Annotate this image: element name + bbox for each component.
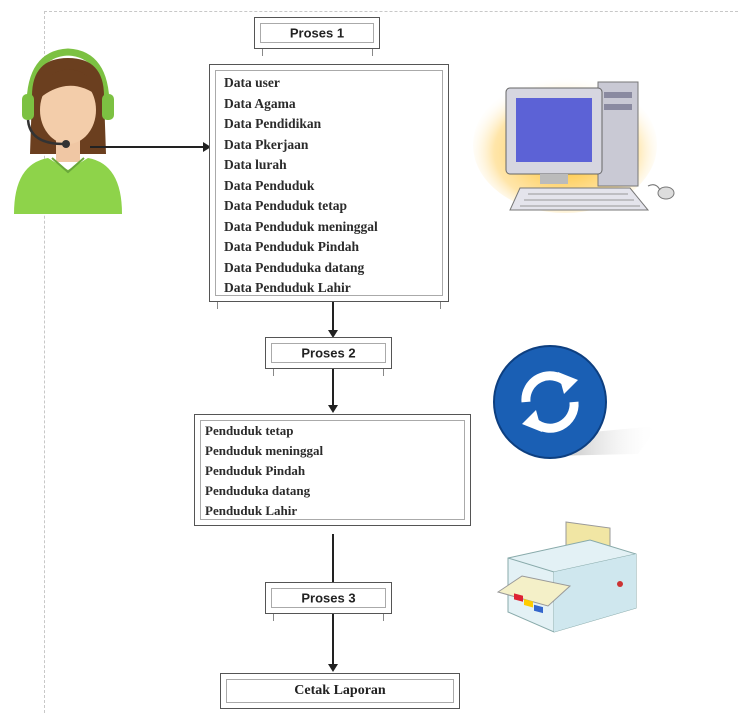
data-list-item: Data Penduduka datang bbox=[224, 259, 365, 275]
penduduk-list-item: Penduduk tetap bbox=[205, 423, 294, 438]
tick bbox=[262, 49, 263, 56]
penduduk-list-item: Penduduk meninggal bbox=[205, 443, 324, 458]
canvas-guide-left bbox=[44, 11, 45, 713]
report-box: Cetak Laporan bbox=[220, 673, 460, 709]
penduduk-list-item: Penduduk Pindah bbox=[205, 463, 306, 478]
connector-line bbox=[332, 534, 334, 590]
process-1-box: Proses 1 bbox=[254, 17, 380, 49]
connector-line bbox=[332, 614, 334, 666]
arrow-down bbox=[328, 405, 338, 413]
data-list-item: Data Penduduk meninggal bbox=[224, 218, 378, 234]
data-list-item: Data Penduduk tetap bbox=[224, 198, 348, 213]
computer-icon bbox=[473, 77, 675, 213]
data-list-item: Data Penduduk bbox=[224, 177, 315, 193]
tick bbox=[383, 614, 384, 621]
report-label: Cetak Laporan bbox=[294, 683, 386, 698]
process-2-label: Proses 2 bbox=[301, 345, 356, 361]
operator-arrow bbox=[203, 141, 211, 152]
arrow-down bbox=[328, 330, 338, 338]
data-list-item: Data Penduduk Pindah bbox=[224, 239, 360, 254]
penduduk-list-box: Penduduk tetap Penduduk meninggal Pendud… bbox=[194, 414, 471, 526]
data-list: Data user Data Agama Data Pendidikan Dat… bbox=[224, 73, 378, 299]
tick bbox=[440, 302, 441, 309]
tick bbox=[273, 369, 274, 376]
connector-line bbox=[332, 369, 334, 407]
data-list-item: Data Pkerjaan bbox=[224, 136, 309, 152]
data-list-item: Data Pendidikan bbox=[224, 116, 322, 131]
printer-icon bbox=[496, 521, 637, 633]
operator-icon bbox=[14, 48, 122, 214]
data-list-item: Data lurah bbox=[224, 157, 287, 172]
data-list-item: Data Agama bbox=[224, 95, 296, 111]
process-3-box: Proses 3 bbox=[265, 582, 392, 614]
penduduk-list-item: Penduduk Lahir bbox=[205, 503, 298, 518]
penduduk-list: Penduduk tetap Penduduk meninggal Pendud… bbox=[205, 421, 323, 521]
arrow-down bbox=[328, 664, 338, 672]
penduduk-list-item: Penduduka datang bbox=[205, 483, 311, 498]
connector-line bbox=[332, 302, 334, 332]
operator-connector bbox=[90, 146, 205, 148]
process-2-box: Proses 2 bbox=[265, 337, 392, 369]
tick bbox=[372, 49, 373, 56]
tick bbox=[217, 302, 218, 309]
process-3-label: Proses 3 bbox=[301, 590, 356, 606]
tick bbox=[383, 369, 384, 376]
tick bbox=[273, 614, 274, 621]
data-list-box: Data user Data Agama Data Pendidikan Dat… bbox=[209, 64, 449, 302]
canvas-guide-top bbox=[44, 11, 738, 12]
sync-icon bbox=[493, 345, 658, 459]
process-1-label: Proses 1 bbox=[289, 25, 345, 41]
data-list-item: Data Penduduk Lahir bbox=[224, 280, 351, 295]
data-list-item: Data user bbox=[224, 75, 280, 90]
